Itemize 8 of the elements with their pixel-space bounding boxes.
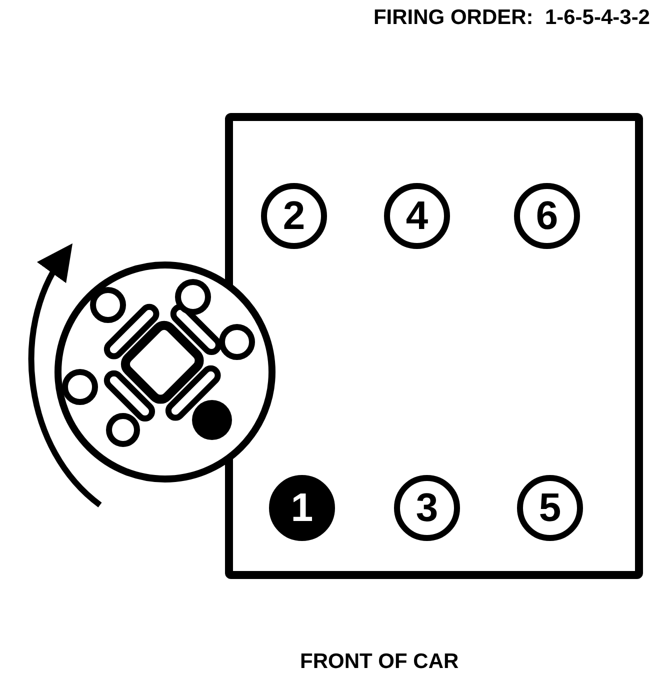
cylinder-number: 5 [538, 488, 562, 528]
cylinder-number: 4 [406, 196, 428, 236]
cylinder-number: 3 [416, 488, 438, 528]
cylinder-number: 1 [290, 488, 314, 528]
cylinder-number: 6 [536, 196, 558, 236]
caption: FRONT OF CAR [300, 650, 459, 674]
title: FIRING ORDER: 1-6-5-4-3-2 [373, 6, 650, 30]
cylinder-number: 2 [282, 196, 306, 236]
